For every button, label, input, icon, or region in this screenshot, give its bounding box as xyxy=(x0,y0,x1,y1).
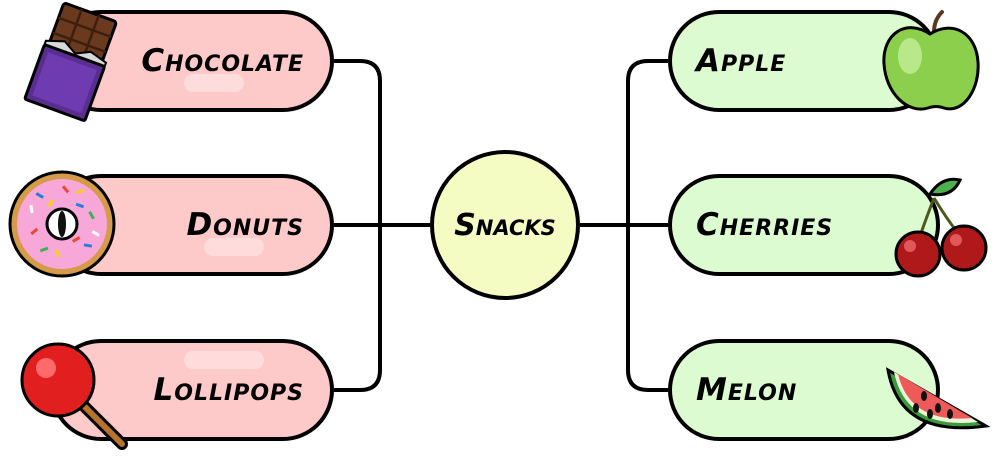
node-chocolate-label: Chocolate xyxy=(141,43,304,79)
center-node-snacks: Snacks xyxy=(430,150,580,300)
chocolate-bar-icon xyxy=(23,2,118,122)
center-node-label: Snacks xyxy=(454,207,556,243)
right-bracket-line xyxy=(626,59,668,392)
lollipop-icon xyxy=(20,342,128,450)
node-donuts-label: Donuts xyxy=(186,207,304,243)
watermelon-slice-icon xyxy=(885,367,991,430)
node-cherries-label: Cherries xyxy=(696,207,834,243)
apple-icon xyxy=(882,10,980,111)
donut-icon xyxy=(8,170,116,278)
node-lollipops-label: Lollipops xyxy=(153,372,304,408)
node-cherries: Cherries xyxy=(668,174,940,276)
node-melon-label: Melon xyxy=(696,372,798,408)
cherries-icon xyxy=(894,177,988,278)
node-apple-label: Apple xyxy=(696,43,787,79)
